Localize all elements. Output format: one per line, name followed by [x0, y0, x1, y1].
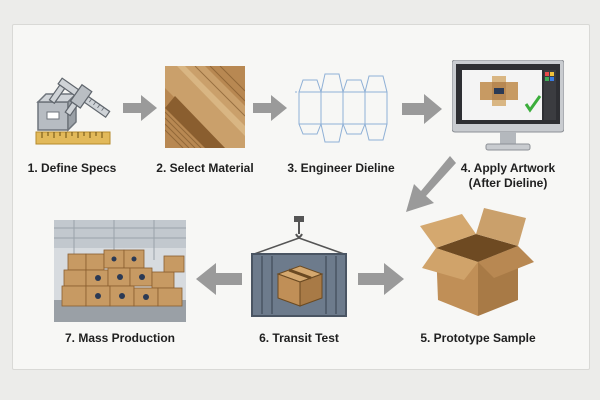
step-label-prototype-sample: 5. Prototype Sample: [420, 331, 536, 345]
open-box-icon: [418, 204, 536, 322]
corrugated-sheets-icon: [165, 66, 245, 148]
caliper-ruler-box-icon: [30, 68, 115, 153]
step-label-define-specs: 1. Define Specs: [27, 161, 117, 175]
step-label-apply-artwork: 4. Apply Artwork: [460, 161, 556, 175]
arrow-right-icon: [253, 95, 287, 121]
arrow-right-icon: [123, 95, 157, 121]
warehouse-pallets-icon: [54, 220, 186, 322]
arrow-left-icon: [196, 263, 242, 295]
arrow-down-left-icon: [404, 156, 456, 212]
arrow-right-icon: [358, 263, 404, 295]
step-label-transit-test: 6. Transit Test: [259, 331, 339, 345]
arrow-right-icon: [402, 94, 442, 124]
step-label-select-material: 2. Select Material: [156, 161, 254, 175]
step-label-mass-production: 7. Mass Production: [64, 331, 176, 345]
monitor-artwork-icon: [452, 60, 564, 154]
dieline-drawing-icon: [295, 68, 391, 148]
container-crane-icon: [248, 216, 350, 322]
step-label-engineer-dieline: 3. Engineer Dieline: [287, 161, 395, 175]
step-label-apply-artwork-sub: (After Dieline): [468, 176, 548, 190]
